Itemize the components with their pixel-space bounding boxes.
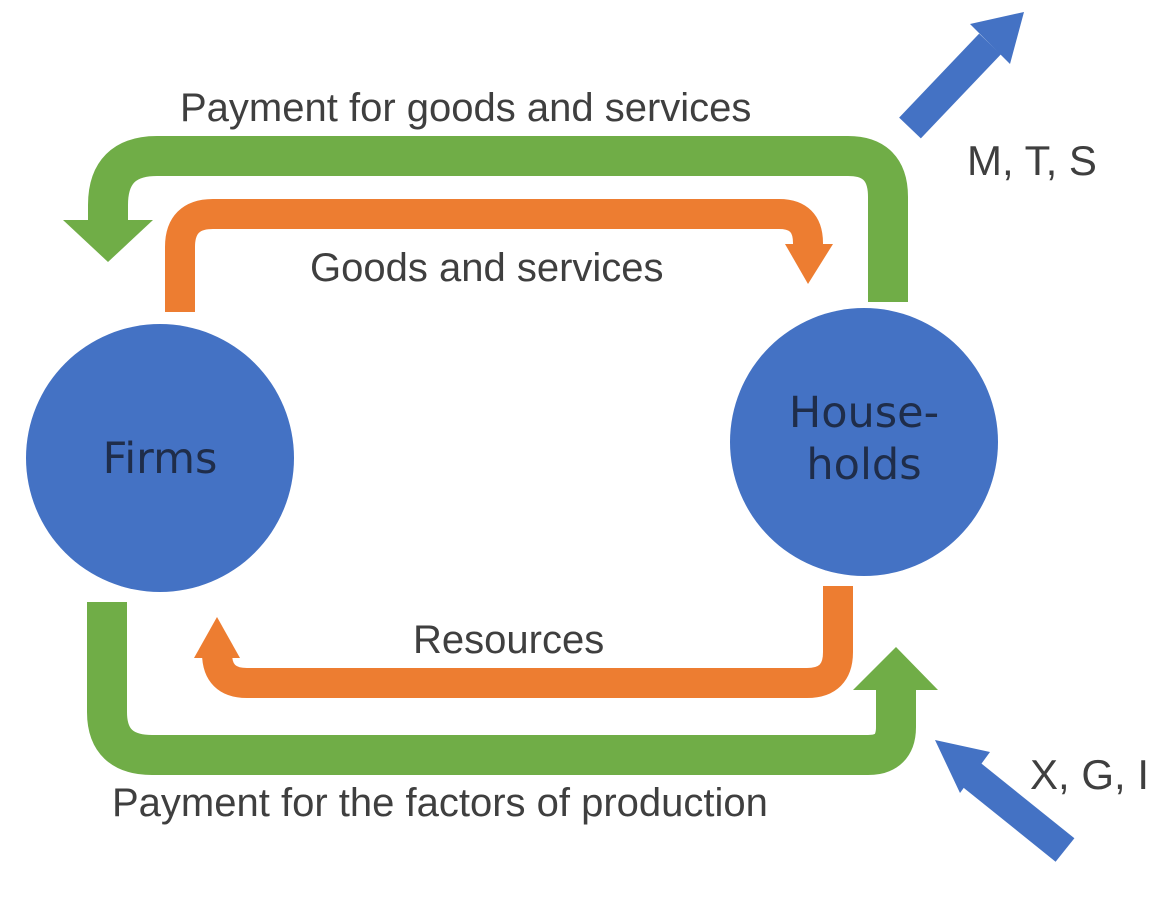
- payment-for-goods-arrow: [88, 136, 908, 302]
- payment-for-goods-label: Payment for goods and services: [180, 86, 752, 130]
- payment-for-factors-arrow: [87, 602, 916, 775]
- leakages-label: M, T, S: [967, 137, 1097, 184]
- households-label: House- holds: [764, 388, 964, 491]
- resources-label: Resources: [413, 618, 605, 662]
- goods-and-services-label: Goods and services: [310, 246, 664, 290]
- resources-arrowhead: [194, 617, 240, 658]
- households-label-line2: holds: [806, 439, 922, 490]
- resources-arrow: [202, 586, 853, 698]
- injections-arrowhead: [935, 740, 990, 793]
- firms-node: [26, 324, 294, 592]
- injections-label: X, G, I: [1030, 751, 1150, 798]
- leakages-arrowhead: [970, 12, 1024, 64]
- payment-for-factors-label: Payment for the factors of production: [112, 781, 768, 825]
- households-label-line1: House-: [788, 388, 940, 438]
- payment-for-goods-arrowhead: [63, 220, 153, 262]
- leakages-arrow: [899, 33, 1001, 139]
- households-node: [730, 308, 998, 576]
- firms-label: Firms: [102, 434, 218, 484]
- injections-arrow: [958, 760, 1075, 862]
- goods-and-services-arrow: [165, 199, 823, 312]
- payment-for-factors-arrowhead: [853, 647, 938, 690]
- goods-and-services-arrowhead: [785, 244, 833, 284]
